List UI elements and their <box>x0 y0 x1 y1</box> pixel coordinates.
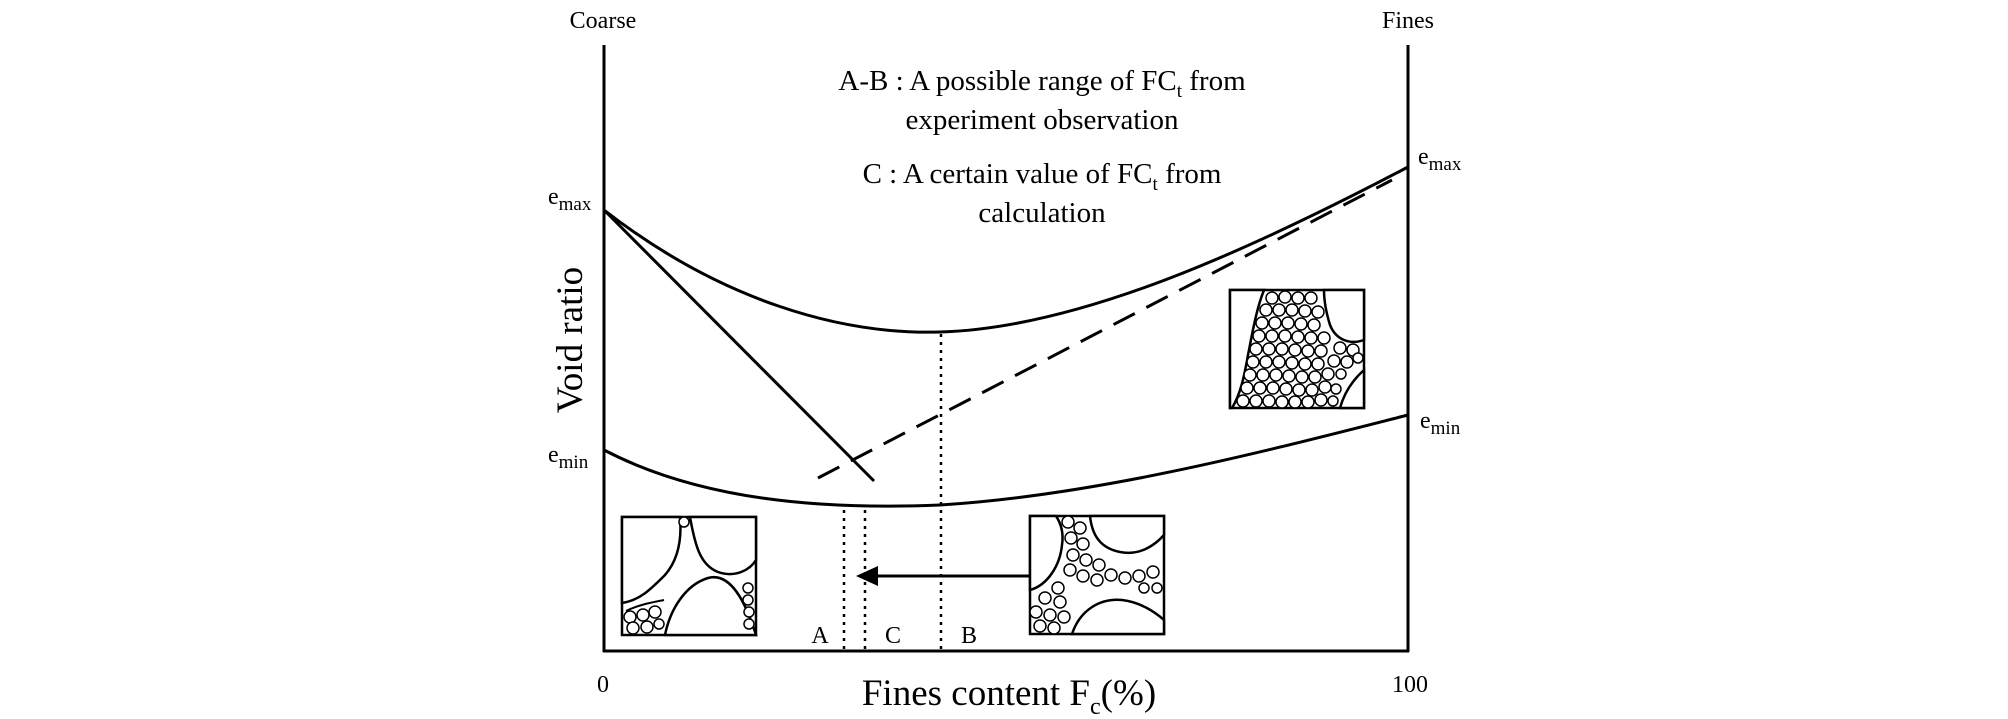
axes <box>602 45 1410 653</box>
fines-label: Fines <box>1382 8 1434 34</box>
coarse-skeleton-line <box>602 208 876 483</box>
curves <box>602 165 1409 508</box>
fines-matrix-dashed-line <box>817 178 1393 480</box>
x-hundred-label: 100 <box>1392 672 1428 698</box>
ab-annotation-line1: A-B : A possible range of FCt from <box>838 65 1246 102</box>
emin-curve <box>603 413 1409 508</box>
emax-curve <box>603 165 1409 334</box>
c-annotation-line2: calculation <box>978 197 1106 229</box>
fines-matrix-packing-icon <box>1228 288 1366 410</box>
point-c-label: C <box>885 623 901 649</box>
left-arrow-icon <box>856 566 1030 586</box>
y-axis-title: Void ratio <box>550 267 591 413</box>
point-a-label: A <box>811 623 829 649</box>
point-b-label: B <box>961 623 977 649</box>
emin-right-label: emin <box>1420 408 1461 439</box>
emax-left-label: emax <box>548 184 592 215</box>
c-annotation-line1: C : A certain value of FCt from <box>863 158 1222 195</box>
emin-left-label: emin <box>548 442 589 473</box>
x-axis-title-sub: c <box>1090 694 1101 719</box>
x-axis-title: Fines content Fc(%) <box>862 673 1156 719</box>
emax-right-label: emax <box>1418 144 1462 175</box>
coarse-grain-packing-icon <box>620 515 758 637</box>
transitional-packing-icon <box>1028 514 1166 636</box>
x-axis-title-tail: (%) <box>1101 673 1156 714</box>
threshold-lines <box>842 334 943 650</box>
coarse-label: Coarse <box>570 8 637 34</box>
x-axis-title-main: Fines content F <box>862 673 1090 714</box>
ab-annotation-line2: experiment observation <box>906 104 1179 136</box>
x-zero-label: 0 <box>597 672 609 698</box>
